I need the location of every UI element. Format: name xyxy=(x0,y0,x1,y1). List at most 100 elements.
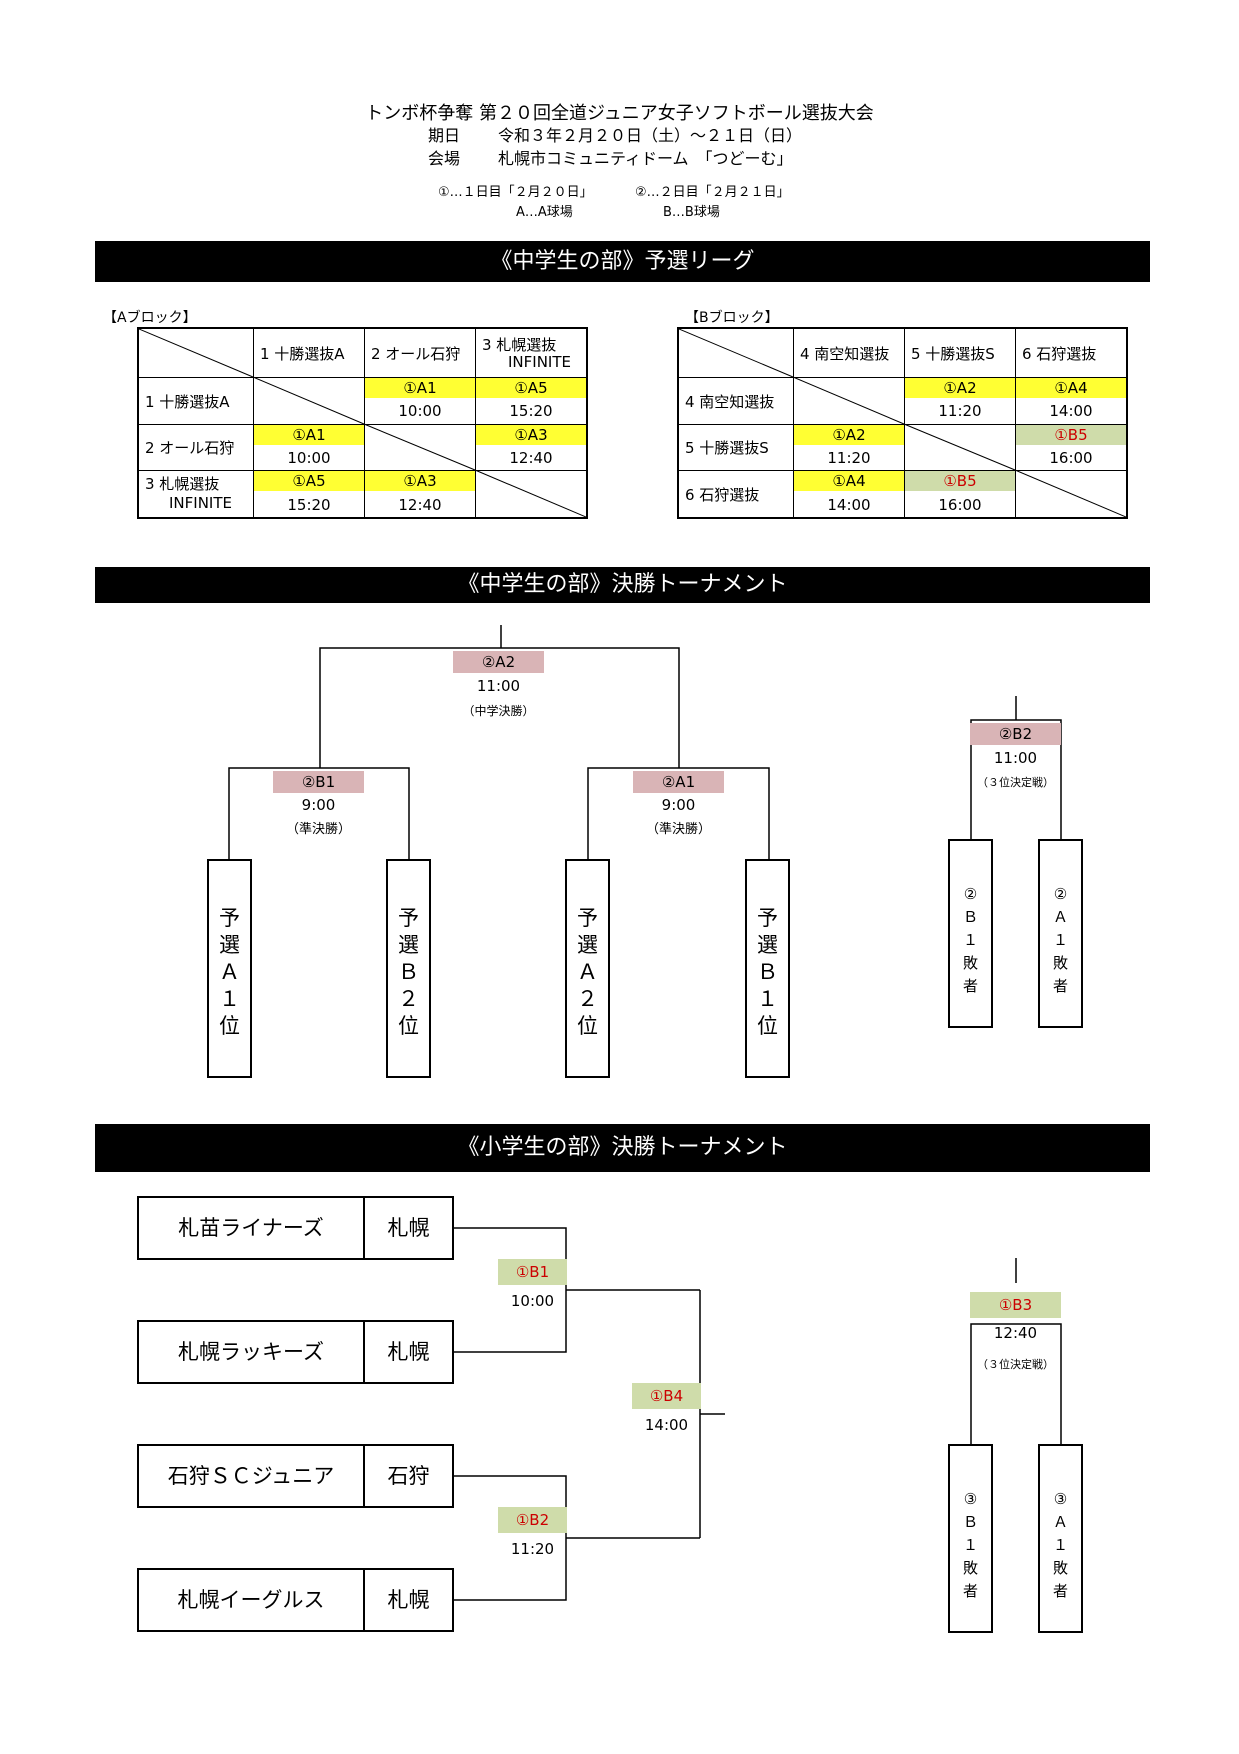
section-header-jh-tournament: 《中学生の部》決勝トーナメント xyxy=(95,567,1150,603)
jh-entry-2: 予 選 Ｂ ２ 位 xyxy=(386,859,431,1078)
entry-char: Ａ xyxy=(219,960,240,984)
el-bracket-lines xyxy=(453,1227,1062,1601)
jh-semi1-time: 9:00 xyxy=(301,796,336,814)
block-a-table: 1 十勝選抜A 2 オール石狩 3 札幌選抜 INFINITE 1 十勝選抜A … xyxy=(137,327,588,519)
date-label: 期日 xyxy=(428,126,461,145)
el-final-time: 14:00 xyxy=(644,1416,689,1434)
el-semi2-code: ①B2 xyxy=(498,1507,567,1533)
entry-char: 者 xyxy=(1052,1582,1068,1600)
game-code: ①A3 xyxy=(476,425,586,445)
block-b-col-1: 4 南空知選抜 xyxy=(800,344,890,363)
block-b-row-1: 4 南空知選抜 xyxy=(685,392,775,411)
jh-semi1-code: ②B1 xyxy=(273,771,364,793)
game-time: 14:00 xyxy=(827,496,871,514)
entry-char: 位 xyxy=(757,1014,778,1038)
game-code: ①A2 xyxy=(794,425,904,445)
el-third-entry-1: ③ Ｂ １ 敗 者 xyxy=(948,1444,993,1633)
entry-char: １ xyxy=(1052,1536,1068,1554)
entry-char: Ｂ xyxy=(962,908,978,926)
el-team-2: 札幌ラッキーズ 札幌 xyxy=(137,1320,454,1384)
entry-char: 位 xyxy=(219,1014,240,1038)
el-third-code: ①B3 xyxy=(970,1292,1061,1318)
el-third-time: 12:40 xyxy=(993,1324,1038,1342)
legend-day1: ①…１日目「２月２０日」 xyxy=(438,185,593,200)
game-time: 12:40 xyxy=(398,496,442,514)
entry-char: 選 xyxy=(219,933,240,957)
el-semi2-time: 11:20 xyxy=(510,1540,555,1558)
entry-char: Ａ xyxy=(1052,1513,1068,1531)
entry-char: Ａ xyxy=(1052,908,1068,926)
entry-char: １ xyxy=(962,1536,978,1554)
game-time: 15:20 xyxy=(287,496,331,514)
entry-char: 敗 xyxy=(1052,1559,1068,1577)
entry-char: 予 xyxy=(219,906,240,930)
entry-char: ③ xyxy=(1053,1490,1068,1508)
jh-third-time: 11:00 xyxy=(993,749,1038,767)
block-a-row-3-name: 3 札幌選抜 xyxy=(145,475,220,493)
game-code: ①B5 xyxy=(1016,425,1126,445)
jh-entry-3: 予 選 Ａ ２ 位 xyxy=(565,859,610,1078)
entry-char: 予 xyxy=(577,906,598,930)
block-b-game-r3c2: ①B5 16:00 xyxy=(905,471,1015,517)
block-b-game-r1c3: ①A4 14:00 xyxy=(1016,378,1126,424)
block-a-row-2: 2 オール石狩 xyxy=(145,439,235,457)
game-code: ①A4 xyxy=(794,471,904,491)
jh-final-time: 11:00 xyxy=(476,677,521,695)
block-a-col-1: 1 十勝選抜A xyxy=(260,344,345,363)
legend-fieldB: B…B球場 xyxy=(663,205,720,220)
block-a-col-3-sub: INFINITE xyxy=(508,353,571,371)
game-code: ①A5 xyxy=(254,471,364,491)
game-code: ①A1 xyxy=(365,378,475,398)
venue-label: 会場 xyxy=(428,149,461,168)
block-a-game-r3c1: ①A5 15:20 xyxy=(254,471,364,517)
jh-bracket-lines xyxy=(228,625,1062,859)
block-b-diagonals xyxy=(679,329,1126,517)
jh-final-note: （中学決勝） xyxy=(462,704,535,718)
team-name: 札幌ラッキーズ xyxy=(178,1340,324,1364)
block-b-col-2: 5 十勝選抜S xyxy=(911,344,995,363)
el-team-3: 石狩ＳＣジュニア 石狩 xyxy=(137,1444,454,1508)
block-a-col-3: 3 札幌選抜 INFINITE xyxy=(476,329,586,377)
team-area: 札幌 xyxy=(387,1588,430,1612)
venue-value: 札幌市コミュニティドーム 「つどーむ」 xyxy=(498,149,793,168)
game-time: 14:00 xyxy=(1049,402,1093,420)
el-team-4: 札幌イーグルス 札幌 xyxy=(137,1568,454,1632)
el-team-1: 札苗ライナーズ 札幌 xyxy=(137,1196,454,1260)
entry-char: 者 xyxy=(962,977,978,995)
team-name: 札苗ライナーズ xyxy=(178,1216,324,1240)
entry-char: 予 xyxy=(757,906,778,930)
block-a-game-r2c1: ①A1 10:00 xyxy=(254,425,364,470)
game-code: ①A4 xyxy=(1016,378,1126,398)
entry-char: 者 xyxy=(962,1582,978,1600)
game-code: ①A2 xyxy=(905,378,1015,398)
jh-semi1-note: （準決勝） xyxy=(285,822,351,837)
team-name: 札幌イーグルス xyxy=(177,1588,325,1612)
tournament-title: トンボ杯争奪 第２０回全道ジュニア女子ソフトボール選抜大会 xyxy=(365,103,874,124)
jh-semi2-note: （準決勝） xyxy=(645,822,711,837)
block-a-game-r2c3: ①A3 12:40 xyxy=(476,425,586,470)
entry-char: 敗 xyxy=(1052,954,1068,972)
block-a-col-3-name: 3 札幌選抜 xyxy=(482,336,557,354)
jh-third-code: ②B2 xyxy=(970,723,1061,745)
entry-char: 敗 xyxy=(962,1559,978,1577)
game-code: ①A1 xyxy=(254,425,364,445)
block-b-game-r3c1: ①A4 14:00 xyxy=(794,471,904,517)
game-code: ①B5 xyxy=(905,471,1015,491)
block-a-game-r3c2: ①A3 12:40 xyxy=(365,471,475,517)
jh-final-code: ②A2 xyxy=(453,651,544,673)
entry-char: １ xyxy=(219,987,240,1011)
block-b-game-r1c2: ①A2 11:20 xyxy=(905,378,1015,424)
block-a-game-r1c3: ①A5 15:20 xyxy=(476,378,586,424)
team-area: 札幌 xyxy=(387,1216,430,1240)
jh-entry-1: 予 選 Ａ １ 位 xyxy=(207,859,252,1078)
entry-char: １ xyxy=(962,931,978,949)
entry-char: Ｂ xyxy=(962,1513,978,1531)
entry-char: 選 xyxy=(398,933,419,957)
entry-char: 選 xyxy=(577,933,598,957)
block-b-row-3: 6 石狩選抜 xyxy=(685,485,760,504)
entry-char: １ xyxy=(1052,931,1068,949)
game-code: ①A3 xyxy=(365,471,475,491)
game-code: ①A5 xyxy=(476,378,586,398)
block-b-col-3: 6 石狩選抜 xyxy=(1022,344,1097,363)
el-final-code: ①B4 xyxy=(632,1383,701,1409)
